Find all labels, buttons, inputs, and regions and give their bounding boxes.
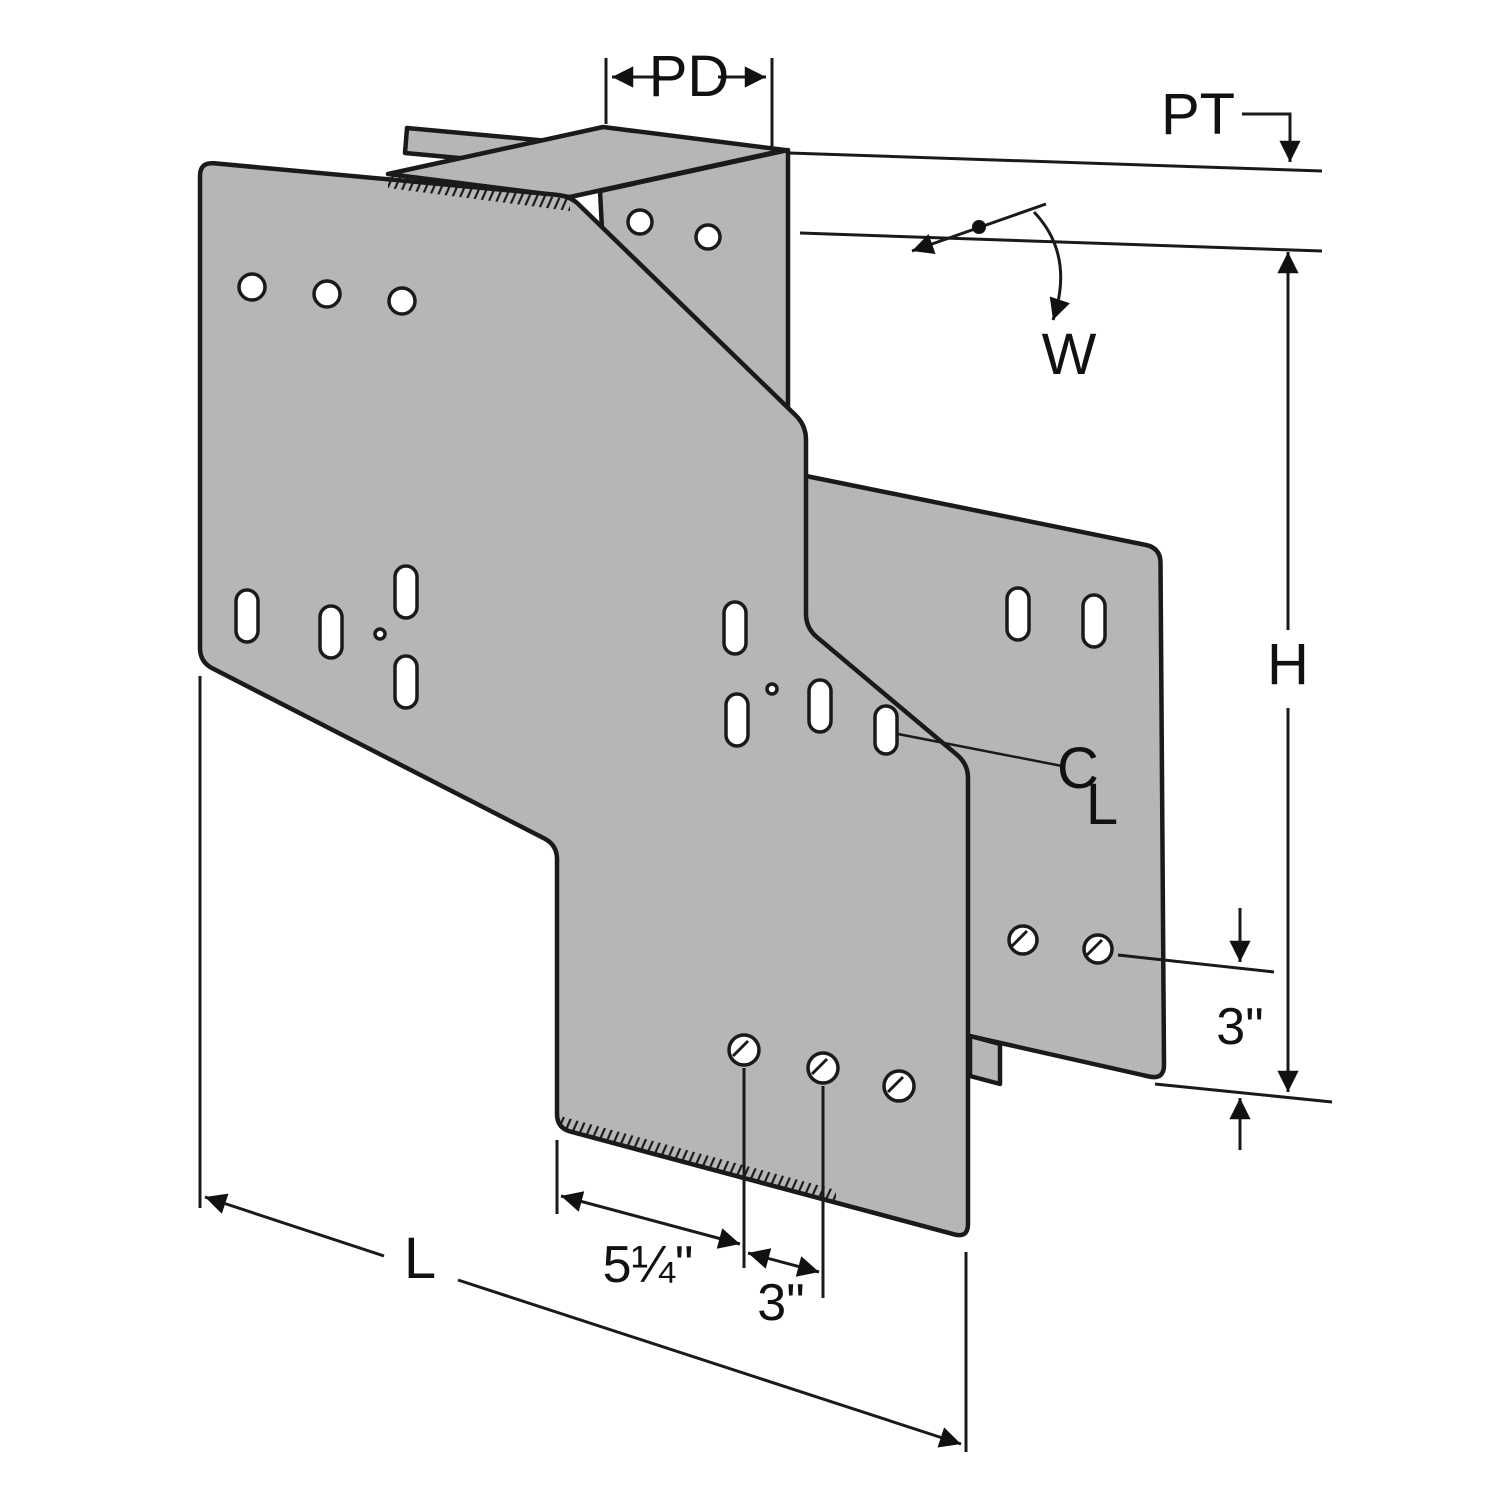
centerline-callout: C L: [897, 732, 1118, 837]
length-label: L: [404, 1226, 436, 1291]
dim-w-dot: [972, 220, 986, 234]
dim-bottom-spacings: 5¼" 3": [555, 1068, 825, 1332]
dim-length: L: [198, 676, 968, 1452]
hole-mark: [810, 1057, 829, 1076]
hole-round: [1082, 933, 1114, 965]
hole-slot: [1081, 593, 1107, 649]
front-plate: [197, 160, 971, 1238]
hole-mark: [1085, 938, 1104, 957]
hole-round: [694, 223, 722, 251]
hole-round: [882, 1069, 916, 1103]
hole-slot: [393, 564, 419, 620]
hole-round: [1007, 924, 1039, 956]
hole-round: [237, 272, 267, 302]
hole-slot: [318, 604, 344, 660]
w-label: W: [1042, 322, 1097, 387]
hole-mark: [886, 1075, 905, 1094]
pd-label: PD: [649, 44, 730, 109]
centerline-l: L: [1086, 772, 1118, 837]
offset-3in-label: 3": [1216, 998, 1263, 1056]
spacing-5-25in-label: 5¼": [603, 1236, 694, 1294]
hole-slot: [722, 600, 748, 656]
pilot-dot: [373, 627, 387, 641]
hole-slot: [873, 704, 899, 756]
hole-slot: [234, 588, 260, 644]
weld-hatch-bottom: [560, 1116, 836, 1204]
dim-h: H: [1154, 252, 1333, 1104]
hole-round: [806, 1051, 840, 1085]
hole-round: [727, 1033, 761, 1067]
spacing-3in-label: 3": [757, 1274, 804, 1332]
hole-mark: [1010, 929, 1029, 948]
hole-slot: [807, 678, 833, 734]
pt-label: PT: [1161, 82, 1235, 147]
dim-pd: PD: [604, 44, 774, 147]
h-label: H: [1267, 632, 1309, 697]
hole-round: [387, 286, 417, 316]
hole-slot: [724, 692, 750, 748]
hole-slot: [1005, 586, 1031, 642]
centerline-c: C: [1057, 736, 1099, 801]
back-plate-bottom-tab: [967, 1033, 1003, 1087]
hole-slot: [393, 654, 419, 710]
dim-w: W: [911, 202, 1097, 387]
weld-hatch-top: [388, 176, 570, 211]
pilot-dot: [765, 682, 779, 696]
hole-mark: [731, 1039, 750, 1058]
hole-round: [626, 208, 654, 236]
dim-offset-3in: 3": [1117, 908, 1275, 1150]
hole-round: [312, 279, 342, 309]
dim-pt: PT: [788, 82, 1323, 253]
